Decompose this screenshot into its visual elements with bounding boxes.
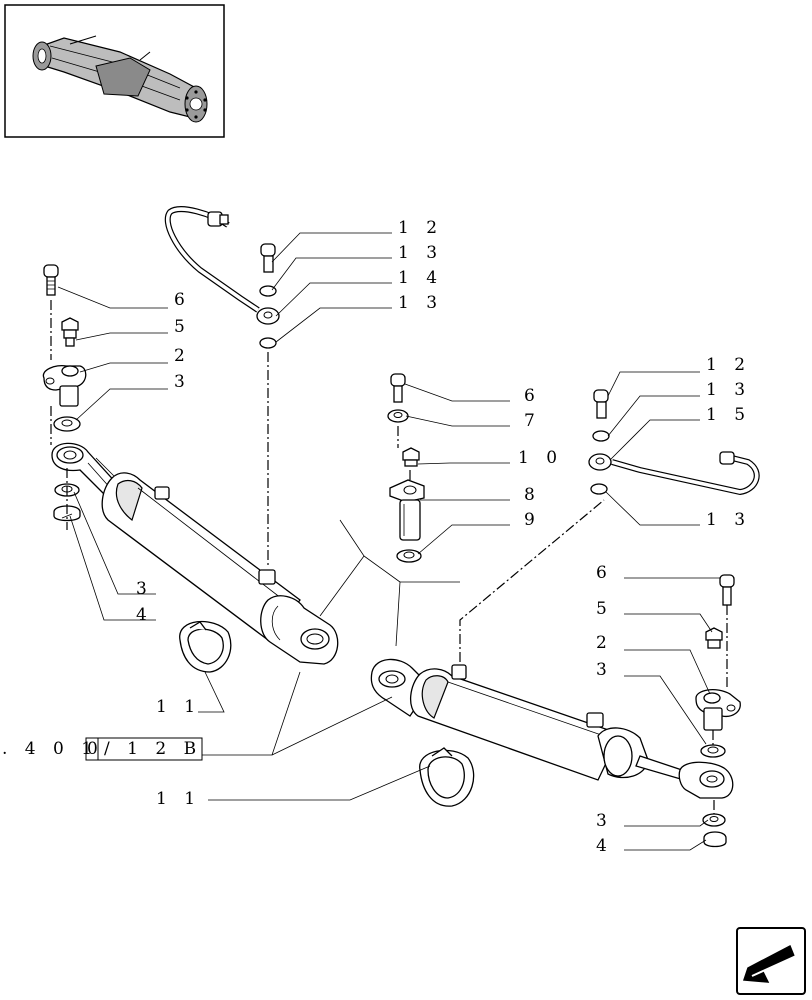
callout-4-right: 4 bbox=[596, 836, 613, 856]
leader-lines bbox=[57, 232, 720, 851]
callout-6-right: 6 bbox=[596, 563, 613, 583]
axle-assembly-icon bbox=[32, 35, 208, 123]
reference-box-1-text: 0 bbox=[87, 739, 104, 759]
left-upper-hardware bbox=[42, 264, 87, 522]
callout-13-top: 1 3 bbox=[398, 243, 443, 263]
callout-2-left: 2 bbox=[174, 346, 191, 366]
reference-box-2-text: / 1 2 B bbox=[104, 739, 202, 759]
callout-3-right: 3 bbox=[596, 660, 613, 680]
callout-9: 9 bbox=[524, 510, 541, 530]
callout-12-right: 1 2 bbox=[706, 355, 751, 375]
left-hydraulic-pipe bbox=[164, 206, 280, 349]
callout-13-top-2: 1 3 bbox=[398, 293, 443, 313]
reference-prefix: . 4 0 1 bbox=[2, 739, 98, 759]
right-hose-clamp bbox=[419, 747, 475, 807]
left-hydraulic-cylinder bbox=[51, 442, 339, 665]
callout-5-left: 5 bbox=[174, 317, 191, 337]
callout-13-right-2: 1 3 bbox=[706, 510, 751, 530]
callout-11-left: 1 1 bbox=[156, 697, 201, 717]
callout-3-left-lower: 3 bbox=[136, 579, 153, 599]
reference-link[interactable]: . 4 0 1 0 / 1 2 B bbox=[2, 737, 203, 761]
callout-6-middle: 6 bbox=[524, 386, 541, 406]
callout-12-top: 1 2 bbox=[398, 218, 443, 238]
callout-11-right: 1 1 bbox=[156, 789, 201, 809]
callout-15: 1 5 bbox=[706, 405, 751, 425]
return-arrow-icon[interactable] bbox=[736, 927, 806, 995]
callout-2-right: 2 bbox=[596, 633, 613, 653]
middle-hardware bbox=[387, 373, 425, 563]
callout-3-left: 3 bbox=[174, 372, 191, 392]
callout-8: 8 bbox=[524, 485, 541, 505]
left-hose-clamp bbox=[179, 620, 232, 673]
right-hydraulic-cylinder bbox=[370, 658, 734, 799]
right-lower-hardware bbox=[695, 574, 741, 848]
callout-14: 1 4 bbox=[398, 268, 443, 288]
callout-10: 1 0 bbox=[518, 448, 563, 468]
callout-labels: 1 2 1 3 1 4 1 3 6 5 2 3 3 4 1 1 6 7 1 0 … bbox=[136, 218, 751, 856]
callout-13-right: 1 3 bbox=[706, 380, 751, 400]
callout-3-right-lower: 3 bbox=[596, 811, 613, 831]
thumbnail-frame bbox=[4, 4, 225, 138]
callout-6-left: 6 bbox=[174, 290, 191, 310]
callout-5-right: 5 bbox=[596, 599, 613, 619]
callout-7: 7 bbox=[524, 411, 541, 431]
callout-4-left: 4 bbox=[136, 605, 153, 625]
reference-box-2 bbox=[97, 737, 203, 761]
